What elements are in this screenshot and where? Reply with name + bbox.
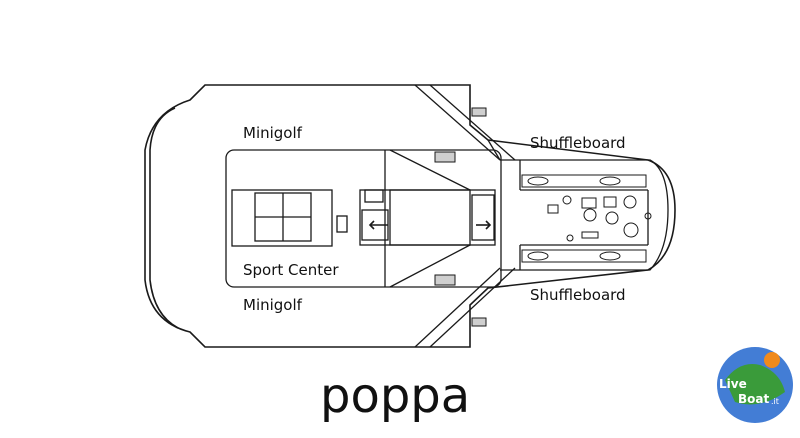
label-minigolf-bottom: Minigolf <box>243 296 303 314</box>
logo-word-boat: Boat <box>738 392 769 406</box>
walkway-lines <box>414 84 516 348</box>
caption-poppa: poppa <box>320 368 470 424</box>
stern-furniture <box>547 195 652 242</box>
tennis-court <box>231 189 333 247</box>
shuffleboard-courts <box>521 174 647 263</box>
stairs <box>434 107 487 327</box>
label-shuffleboard-bottom: Shuffleboard <box>530 286 626 304</box>
hull-outline <box>144 84 676 348</box>
label-minigolf-top: Minigolf <box>243 124 303 142</box>
label-sport-center: Sport Center <box>243 261 339 279</box>
logo-suffix: .it <box>771 397 779 406</box>
direction-arrows <box>368 220 492 230</box>
label-shuffleboard-top: Shuffleboard <box>530 134 626 152</box>
elevator-block <box>336 189 496 246</box>
liveboat-logo: Live Boat .it <box>717 347 793 423</box>
sport-deck <box>225 149 669 288</box>
logo-word-live: Live <box>719 377 747 391</box>
